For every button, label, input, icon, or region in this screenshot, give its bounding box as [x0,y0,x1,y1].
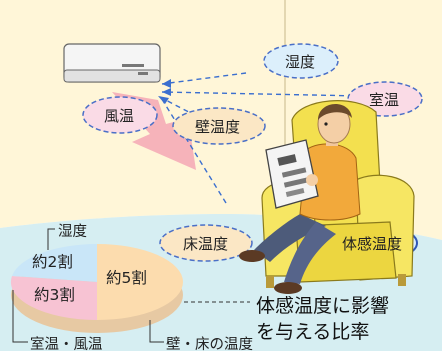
caption-line-1: 体感温度に影響 [256,295,390,317]
pie-legend-wall-floor: 壁・床の温度 [166,337,253,353]
bubble-label-humidity: 湿度 [285,53,316,71]
dashed-arrows [157,72,363,204]
legend-line-humidity [47,228,55,250]
ratio-pie-chart [10,228,250,343]
newspaper [265,139,319,209]
pie-slice-wall-floor [97,244,183,320]
pie-slice-humidity [12,243,97,282]
pie-slice-room-wind [10,276,97,321]
bubble-wind-temp [82,96,158,134]
pie-legend-humidity: 湿度 [58,224,87,240]
bubble-humidity [263,43,339,79]
bubble-wall-temp [172,107,266,145]
bubble-floor-temp [159,224,253,262]
pie-value-humidity: 約2割 [32,253,73,271]
pie-value-wall-floor: 約5割 [106,269,147,287]
bubble-label-wind-temp: 風温 [104,107,135,125]
legend-line-wall-floor [149,320,164,343]
caption-line-2: を与える比率 [256,321,370,343]
bubble-label-sensory-temp: 体感温度 [342,235,403,253]
air-conditioner [63,43,161,83]
bubble-label-room-temp: 室温 [369,91,400,109]
seated-man [239,103,361,294]
arrowheads [158,79,171,104]
pie-value-room-wind: 約3割 [34,286,75,304]
bubble-label-wall-temp: 壁温度 [195,118,241,136]
legend-line-room-wind [12,290,28,343]
pie-legend-room-wind: 室温・風温 [30,337,103,353]
bubble-label-floor-temp: 床温度 [183,235,229,253]
